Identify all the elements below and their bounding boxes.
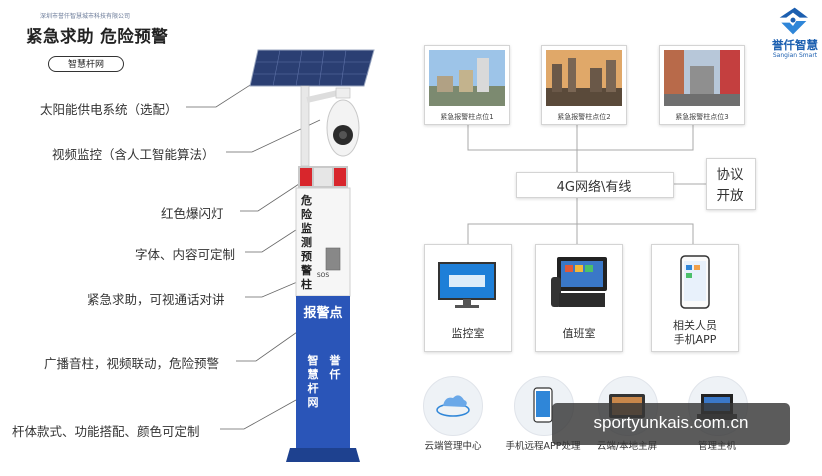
city-photo-icon bbox=[546, 50, 622, 106]
pole-sos: SOS bbox=[316, 272, 330, 279]
device-label-duty-room: 值班室 bbox=[562, 327, 596, 340]
network-label: 4G网络\有线 bbox=[556, 180, 632, 195]
solar-panel-icon bbox=[249, 49, 375, 87]
plant-photo-icon bbox=[429, 50, 505, 106]
brand-name-en: Sangian Smart bbox=[772, 52, 818, 59]
bottom-label-phone: 手机远程APP处理 bbox=[505, 441, 581, 452]
callout-sos-intercom: 紧急求助，可视通话对讲 bbox=[87, 292, 225, 307]
header-subtitle: 智慧杆网 bbox=[67, 60, 104, 70]
camera-label-2: 紧急报警柱点位2 bbox=[557, 113, 611, 121]
callout-video: 视频监控（含人工智能算法） bbox=[52, 147, 215, 162]
device-label-mobile-app-1: 相关人员 bbox=[673, 319, 717, 332]
watermark-text: sportyunkais.com.cn bbox=[593, 413, 749, 432]
cloud-icon bbox=[436, 395, 470, 417]
camera-card-3: 紧急报警柱点位3 bbox=[659, 45, 745, 125]
bottom-label-host: 管理主机 bbox=[697, 441, 736, 452]
header-subtitle-badge bbox=[48, 56, 124, 72]
protocol-box bbox=[706, 158, 756, 210]
remote-phone-icon bbox=[533, 387, 553, 423]
page-title: 紧急求助 危险预警 bbox=[26, 27, 169, 46]
camera-card-2: 紧急报警柱点位2 bbox=[541, 45, 627, 125]
device-label-monitor-room: 监控室 bbox=[451, 327, 485, 340]
camera-icon bbox=[326, 87, 360, 157]
phone-icon bbox=[680, 255, 710, 309]
pole-smart-text: 智慧杆网 bbox=[307, 354, 319, 409]
pole-brand-text: 誉仟 bbox=[329, 354, 341, 381]
street-photo-icon bbox=[664, 50, 740, 106]
pole-alarm-point: 报警点 bbox=[303, 306, 343, 321]
device-card-mobile-app: 相关人员 手机APP bbox=[651, 244, 739, 352]
device-label-mobile-app-2: 手机APP bbox=[673, 333, 717, 346]
camera-label-3: 紧急报警柱点位3 bbox=[675, 113, 729, 121]
monitor-icon bbox=[438, 262, 496, 308]
brand-name: 誉仟智慧 bbox=[772, 38, 818, 52]
protocol-line-1: 协议 bbox=[716, 167, 744, 183]
camera-label-1: 紧急报警柱点位1 bbox=[440, 113, 494, 121]
device-card-duty-room: 值班室 bbox=[535, 244, 623, 352]
camera-card-1: 紧急报警柱点位1 bbox=[424, 45, 510, 125]
protocol-line-2: 开放 bbox=[716, 188, 744, 204]
watermark-banner bbox=[552, 403, 790, 445]
pole-box-text: 危险监测预警柱 bbox=[301, 194, 312, 291]
network-box bbox=[516, 172, 674, 198]
bottom-label-screen: 云端/本地主屏 bbox=[596, 441, 658, 452]
bottom-label-cloud: 云端管理中心 bbox=[424, 441, 482, 452]
brand-logo-icon bbox=[779, 7, 808, 35]
callout-broadcast: 广播音柱，视频联动，危险预警 bbox=[44, 356, 220, 371]
callout-solar: 太阳能供电系统（选配） bbox=[40, 102, 178, 117]
callout-pole-custom: 杆体款式、功能搭配、颜色可定制 bbox=[12, 424, 200, 439]
callout-flash-light: 红色爆闪灯 bbox=[161, 206, 224, 221]
callout-custom-text: 字体、内容可定制 bbox=[135, 247, 236, 262]
red-flash-light-icon bbox=[298, 166, 348, 188]
header-small-text: 深圳市誉仟智慧城市科技有限公司 bbox=[40, 13, 131, 20]
device-card-monitor-room: 监控室 bbox=[424, 244, 512, 352]
desk-phone-icon bbox=[551, 257, 607, 307]
